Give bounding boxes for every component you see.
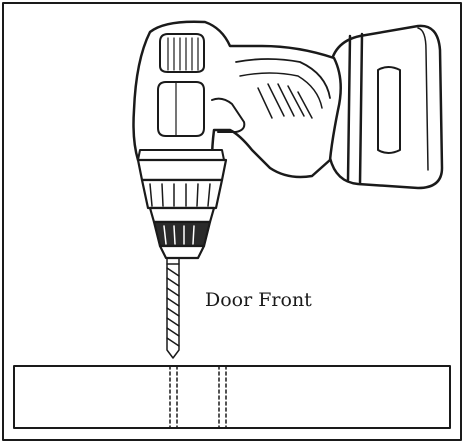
- battery-pack: [328, 24, 444, 190]
- door-front-label: Door Front: [205, 289, 312, 311]
- door-panel: [13, 365, 451, 429]
- drill-bit: [166, 257, 180, 359]
- drill-body: [132, 20, 342, 179]
- drill-hole-guides: [169, 365, 227, 429]
- drill-chuck: [136, 158, 228, 260]
